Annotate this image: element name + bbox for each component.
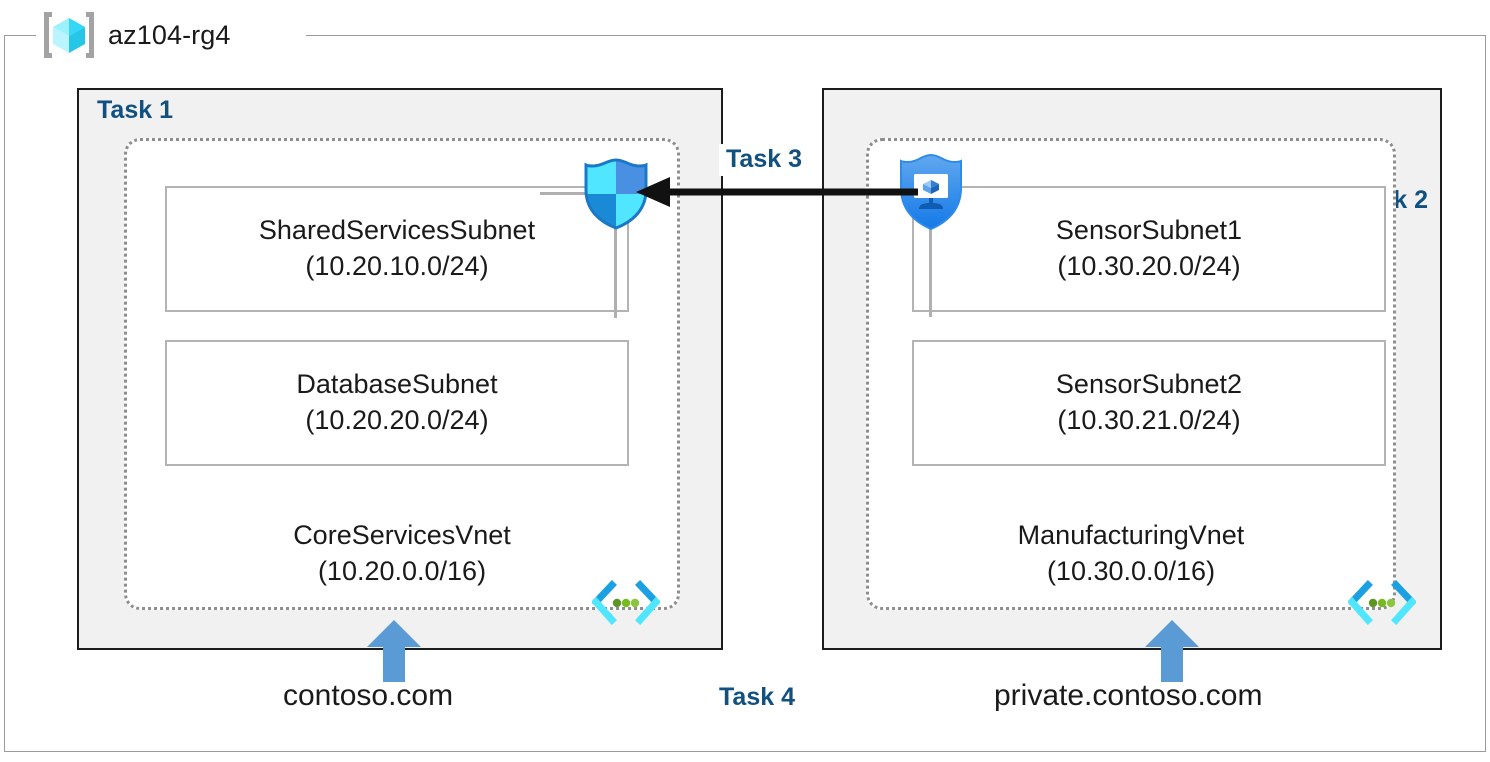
subnet-sensor1-name: SensorSubnet1 bbox=[1055, 215, 1243, 246]
shield-connector-down bbox=[614, 222, 617, 318]
shield-vm-connector-down bbox=[929, 225, 932, 317]
blue-up-arrow-icon bbox=[1145, 620, 1199, 682]
subnet-sensor2-name: SensorSubnet2 bbox=[1055, 369, 1243, 400]
subnet-sharedservices-cidr: (10.20.10.0/24) bbox=[305, 251, 489, 281]
vnet-manufacturing-caption: ManufacturingVnet (10.30.0.0/16) bbox=[866, 518, 1396, 589]
vnet-coreservices-caption: CoreServicesVnet (10.20.0.0/16) bbox=[124, 518, 680, 589]
peering-arrow-icon bbox=[636, 172, 918, 208]
subnet-sharedservices: SharedServicesSubnet (10.20.10.0/24) bbox=[165, 186, 629, 312]
vnet-manufacturing-name: ManufacturingVnet bbox=[1017, 520, 1245, 550]
subnet-sharedservices-name: SharedServicesSubnet bbox=[258, 215, 536, 246]
vnet-brackets-icon bbox=[591, 580, 661, 628]
subnet-sensor1: SensorSubnet1 (10.30.20.0/24) bbox=[912, 186, 1386, 312]
shield-icon bbox=[583, 158, 649, 230]
resource-group-legend: az104-rg4 bbox=[40, 6, 230, 64]
resource-group-legend-gap bbox=[36, 26, 306, 46]
task3-label: Task 3 bbox=[719, 144, 809, 176]
subnet-database-cidr: (10.20.20.0/24) bbox=[305, 405, 489, 435]
vnet-coreservices-name: CoreServicesVnet bbox=[293, 520, 511, 550]
resource-group-name: az104-rg4 bbox=[108, 19, 231, 50]
subnet-sensor2-cidr: (10.30.21.0/24) bbox=[1057, 405, 1241, 435]
resource-group-frame bbox=[4, 35, 1486, 752]
shield-connector-left bbox=[540, 192, 586, 195]
azure-resource-group-cube-icon bbox=[40, 9, 98, 61]
dns-zone-contoso: contoso.com bbox=[283, 679, 454, 712]
vnet-coreservices-cidr: (10.20.0.0/16) bbox=[317, 555, 487, 586]
subnet-sensor2: SensorSubnet2 (10.30.21.0/24) bbox=[912, 340, 1386, 466]
vnet-manufacturing-cidr: (10.30.0.0/16) bbox=[1046, 555, 1216, 586]
subnet-database-name: DatabaseSubnet bbox=[296, 369, 498, 400]
task1-label: Task 1 bbox=[97, 96, 173, 124]
dns-zone-private-contoso: private.contoso.com bbox=[994, 679, 1263, 712]
vnet-brackets-icon bbox=[1347, 580, 1417, 628]
blue-up-arrow-icon bbox=[367, 620, 421, 682]
subnet-sensor1-cidr: (10.30.20.0/24) bbox=[1057, 251, 1241, 281]
shield-virtual-machine-icon bbox=[897, 152, 965, 232]
task4-label: Task 4 bbox=[719, 683, 795, 711]
subnet-database: DatabaseSubnet (10.20.20.0/24) bbox=[165, 340, 629, 466]
